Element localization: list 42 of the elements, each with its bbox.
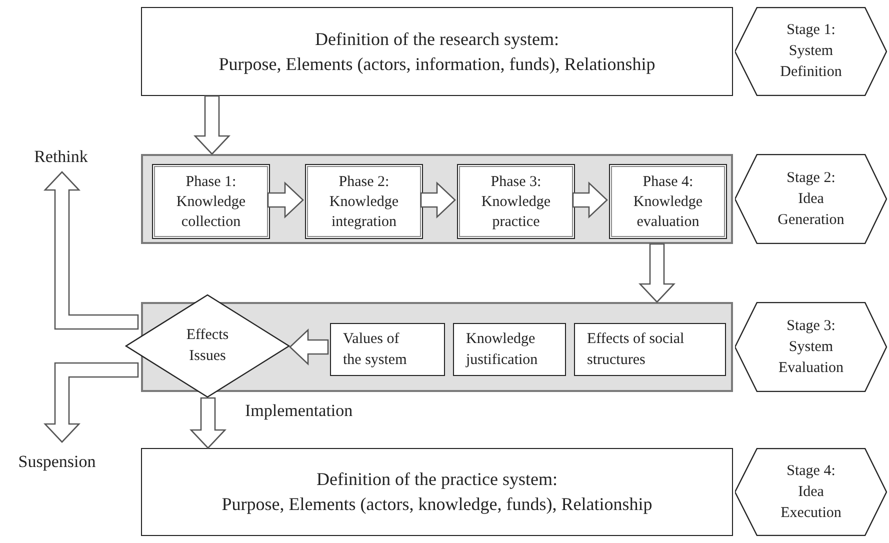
block-arrow <box>44 171 139 330</box>
box-text: Values of the system <box>343 330 408 370</box>
block-arrow <box>267 182 304 218</box>
box-text: Effects of social structures <box>587 330 686 370</box>
criterion-box <box>453 323 566 376</box>
block-arrow <box>420 182 456 218</box>
outcome-label: Rethink <box>34 146 88 168</box>
box-text: Stage 1: System Definition <box>779 21 843 82</box>
box-text: Phase 3: Knowledge practice <box>480 172 552 232</box>
criterion-box <box>574 323 726 376</box>
stage-hexagon <box>735 154 887 244</box>
box-text: Knowledge justification <box>466 330 539 370</box>
box-text: Stage 4: Idea Execution <box>780 462 842 522</box>
block-arrow <box>44 362 139 443</box>
stage-hexagon <box>735 7 887 96</box>
stage-panel <box>141 154 733 244</box>
box-text: Phase 1: Knowledge collection <box>175 172 247 232</box>
box-text: Stage 3: System Evaluation <box>778 316 844 378</box>
phase-box <box>609 164 727 239</box>
box-text: Definition of the practice system: <box>316 468 558 491</box>
stage-hexagon <box>735 448 887 536</box>
phase-box <box>457 164 575 239</box>
box-text: Purpose, Elements (actors, knowledge, funds), Relationship <box>222 493 652 516</box>
block-arrow <box>289 328 329 366</box>
system-box <box>141 7 733 96</box>
box-text: Phase 2: Knowledge integration <box>328 172 400 232</box>
box-text: Phase 4: Knowledge evaluation <box>632 172 704 232</box>
block-arrow <box>194 95 230 155</box>
stage-hexagon <box>735 302 887 392</box>
phase-box <box>152 164 270 239</box>
box-text: Stage 2: Idea Generation <box>776 168 846 230</box>
outcome-label: Suspension <box>18 451 96 473</box>
criterion-box <box>330 323 445 376</box>
block-arrow <box>638 243 676 303</box>
box-text: Definition of the research system: <box>315 28 559 51</box>
system-box <box>141 448 733 536</box>
block-arrow <box>572 182 608 218</box>
phase-box <box>305 164 423 239</box>
box-text: Effects Issues <box>185 326 230 366</box>
decision-diamond <box>125 294 290 398</box>
box-text: Purpose, Elements (actors, information, funds), Relationship <box>218 52 656 76</box>
block-arrow <box>190 397 226 449</box>
